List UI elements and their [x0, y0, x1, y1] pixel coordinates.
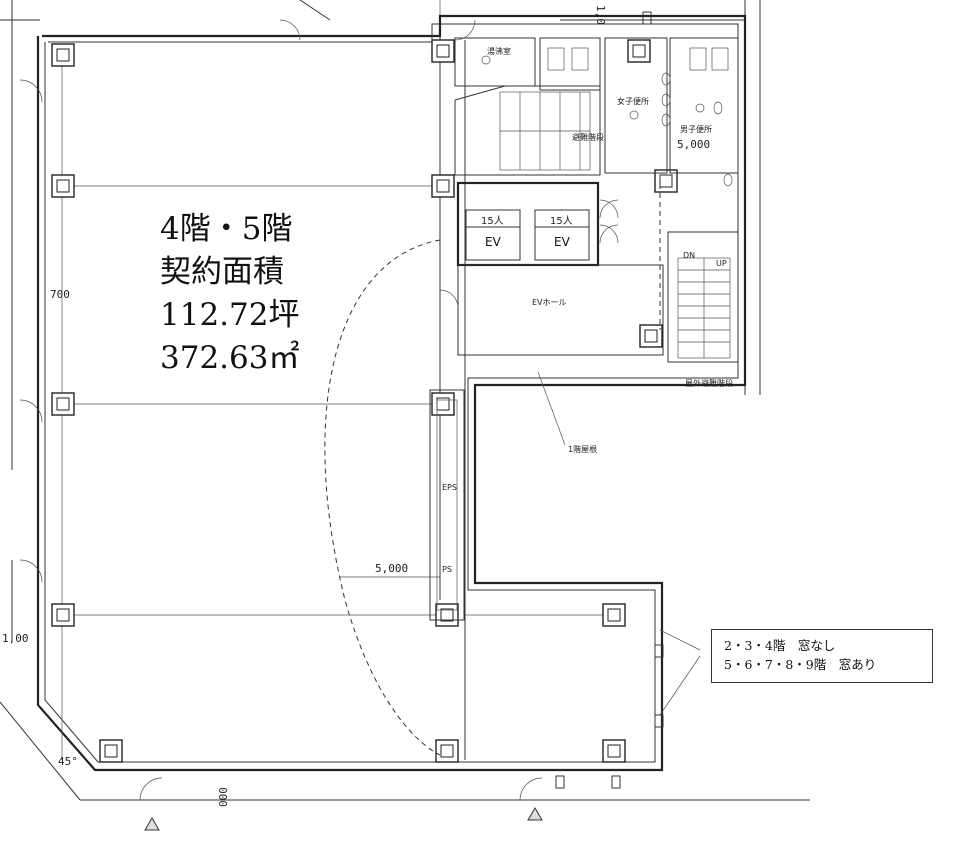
label-toilet-women: 女子便所	[617, 96, 649, 106]
ev-label-right: EV	[554, 235, 571, 249]
dim-core-width: 5,000	[677, 138, 710, 151]
window-note-box: 2・3・4階 窓なし 5・6・7・8・9階 窓あり	[711, 629, 933, 683]
window-note-line2: 5・6・7・8・9階 窓あり	[724, 657, 877, 672]
label-eps: EPS	[442, 483, 457, 492]
building-outline	[36, 14, 747, 772]
stair-dn-label: DN	[683, 251, 695, 260]
label-evac-stair: 避難階段	[572, 132, 604, 142]
label-toilet-men: 男子便所	[680, 124, 712, 134]
dim-left-span: 700	[50, 288, 70, 301]
label-kitchen: 湯沸室	[487, 46, 511, 56]
structural-columns	[51, 39, 678, 763]
door-swings	[19, 19, 543, 801]
dim-left-edge: 1,00	[2, 632, 29, 645]
ev-capacity-left: 15人	[481, 215, 504, 227]
window-note-line1: 2・3・4階 窓なし	[724, 638, 836, 653]
dim-top-edge: 1,0	[594, 5, 607, 25]
dim-bottom-span: 5,000	[375, 562, 408, 575]
site-boundary	[0, 0, 810, 801]
building-core	[429, 19, 739, 621]
stair-up-label: UP	[716, 259, 727, 268]
dim-angle: 45°	[58, 755, 78, 768]
window-markers	[555, 11, 664, 789]
fire-shutter-line	[324, 239, 441, 756]
contract-area-label: 契約面積	[160, 254, 284, 290]
survey-markers	[144, 807, 543, 831]
leader-lines	[537, 371, 701, 716]
ev-label-left: EV	[485, 235, 502, 249]
label-ps: PS	[442, 565, 452, 574]
label-roof: 1階屋根	[568, 444, 597, 454]
floor-numbers: 4階・5階	[160, 211, 293, 247]
area-tsubo: 112.72坪	[160, 297, 300, 333]
grid-lines	[60, 50, 620, 760]
area-sqm: 372.63㎡	[160, 340, 300, 376]
ev-capacity-right: 15人	[550, 215, 573, 227]
label-outdoor-stair: 屋外避難階段	[685, 378, 733, 388]
label-ev-hall: EVホール	[532, 298, 567, 307]
floor-area-info: 4階・5階 契約面積 112.72坪 372.63㎡	[160, 208, 299, 380]
dim-bottom-edge: 000	[217, 787, 230, 807]
